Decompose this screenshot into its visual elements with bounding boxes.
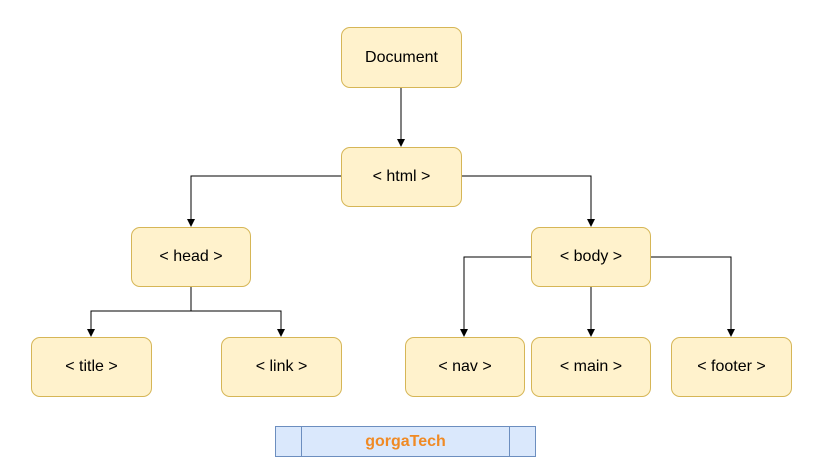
edge-html-body bbox=[461, 175, 595, 227]
watermark-text: gorgaTech bbox=[365, 432, 446, 450]
node-main: < main > bbox=[531, 337, 651, 397]
watermark-banner: gorgaTech bbox=[275, 426, 536, 457]
edge-body-nav bbox=[460, 256, 531, 337]
node-head: < head > bbox=[131, 227, 251, 287]
node-title: < title > bbox=[31, 337, 152, 397]
node-footer: < footer > bbox=[671, 337, 792, 397]
edge-body-footer bbox=[651, 256, 735, 337]
edge-head-title bbox=[87, 287, 192, 337]
edge-head-link bbox=[190, 287, 285, 337]
banner-divider-right bbox=[509, 427, 510, 456]
banner-divider-left bbox=[301, 427, 302, 456]
node-body: < body > bbox=[531, 227, 651, 287]
node-link: < link > bbox=[221, 337, 342, 397]
edge-html-head bbox=[187, 175, 341, 227]
node-document: Document bbox=[341, 27, 462, 88]
node-html: < html > bbox=[341, 147, 462, 207]
node-nav: < nav > bbox=[405, 337, 525, 397]
